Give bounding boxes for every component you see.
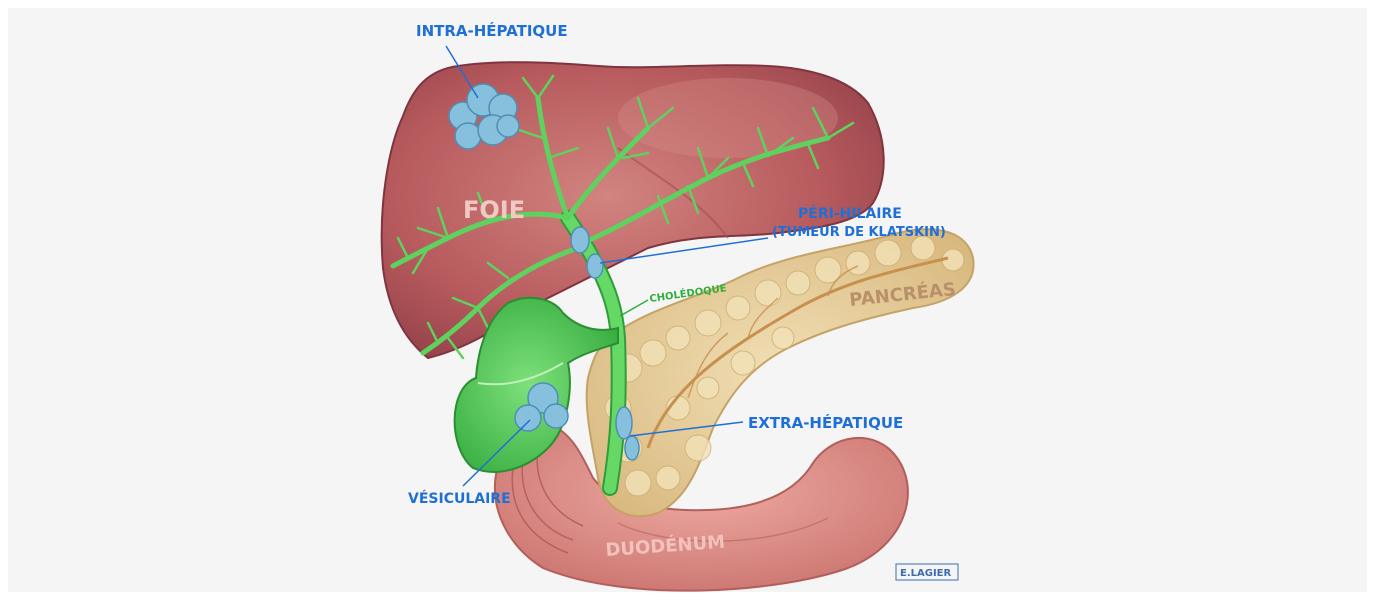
label-foie: FOIE (463, 196, 525, 224)
anatomy-illustration: INTRA-HÉPATIQUE FOIE PÉRI-HILAIRE (TUMEU… (8, 8, 1367, 592)
label-vesiculaire: VÉSICULAIRE (408, 490, 511, 507)
label-extra-hepatique: EXTRA-HÉPATIQUE (748, 413, 903, 432)
pancreas (587, 229, 974, 516)
leader-choledoque (620, 300, 648, 316)
illustration-canvas: INTRA-HÉPATIQUE FOIE PÉRI-HILAIRE (TUMEU… (8, 8, 1367, 592)
signature: E.LAGIER (896, 564, 958, 580)
label-klatskin: (TUMEUR DE KLATSKIN) (772, 225, 946, 240)
label-peri-hilaire: PÉRI-HILAIRE (798, 205, 902, 222)
label-intra-hepatique: INTRA-HÉPATIQUE (416, 21, 568, 40)
signature-text: E.LAGIER (900, 568, 952, 579)
